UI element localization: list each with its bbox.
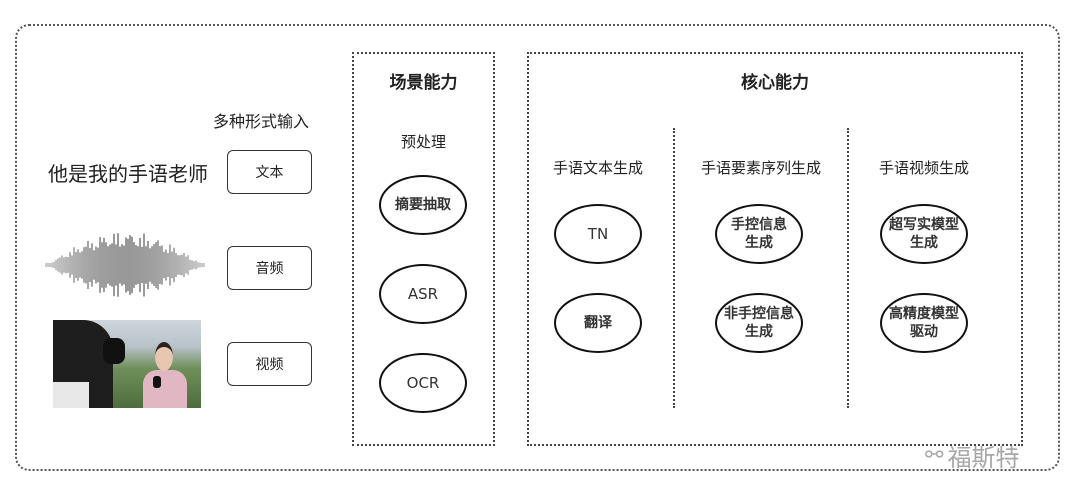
input-text-box: 文本 [227,150,312,194]
shirt-shape [53,382,89,408]
column-divider [847,128,849,408]
sample-text: 他是我的手语老师 [48,162,208,186]
core-col3-heading: 手语视频生成 [878,159,969,177]
core-item-hyperreal-model: 超写实模型生成 [880,204,968,264]
core-item-precision-model: 高精度模型驱动 [880,293,968,353]
item-label-line: 驱动 [910,324,938,340]
item-label-line: 生成 [745,324,773,340]
core-item-translate: 翻译 [554,293,642,353]
reporter-head-shape [155,342,173,371]
wechat-icon: ⚯ [925,443,944,468]
core-col2-heading: 手语要素序列生成 [700,159,821,177]
input-audio-box: 音频 [227,246,312,290]
camera-icon [103,338,125,364]
scene-item-asr: ASR [379,264,467,324]
scene-item-summary: 摘要抽取 [379,175,467,235]
item-label-line: 非手控信息 [724,306,794,322]
item-label-line: 生成 [745,235,773,251]
outer-frame [15,24,1060,471]
item-label-line: 生成 [910,235,938,251]
scene-item-ocr: OCR [379,353,467,413]
core-item-tn: TN [554,204,642,264]
video-thumbnail-image [53,320,201,408]
core-capability-box [527,52,1023,446]
item-label-line: 高精度模型 [889,306,959,322]
watermark: ⚯ 福斯特 [925,438,1019,473]
item-label-line: 手控信息 [731,217,787,233]
item-label: TN [587,225,609,243]
audio-waveform-image [45,233,205,297]
microphone-icon [153,376,161,388]
core-col1-heading: 手语文本生成 [552,159,643,177]
core-title: 核心能力 [741,73,809,93]
watermark-text: 福斯特 [947,444,1020,472]
core-item-manual-info: 手控信息生成 [715,204,803,264]
inputs-heading: 多种形式输入 [213,112,310,131]
item-label: 翻译 [584,315,612,331]
column-divider [673,128,675,408]
input-video-box: 视频 [227,342,312,386]
scene-title: 场景能力 [389,73,458,93]
item-label-line: 超写实模型 [889,217,959,233]
core-item-nonmanual-info: 非手控信息生成 [715,293,803,353]
scene-capability-box [352,52,495,446]
scene-subtitle: 预处理 [400,133,446,151]
reporter-body-shape [143,370,187,408]
